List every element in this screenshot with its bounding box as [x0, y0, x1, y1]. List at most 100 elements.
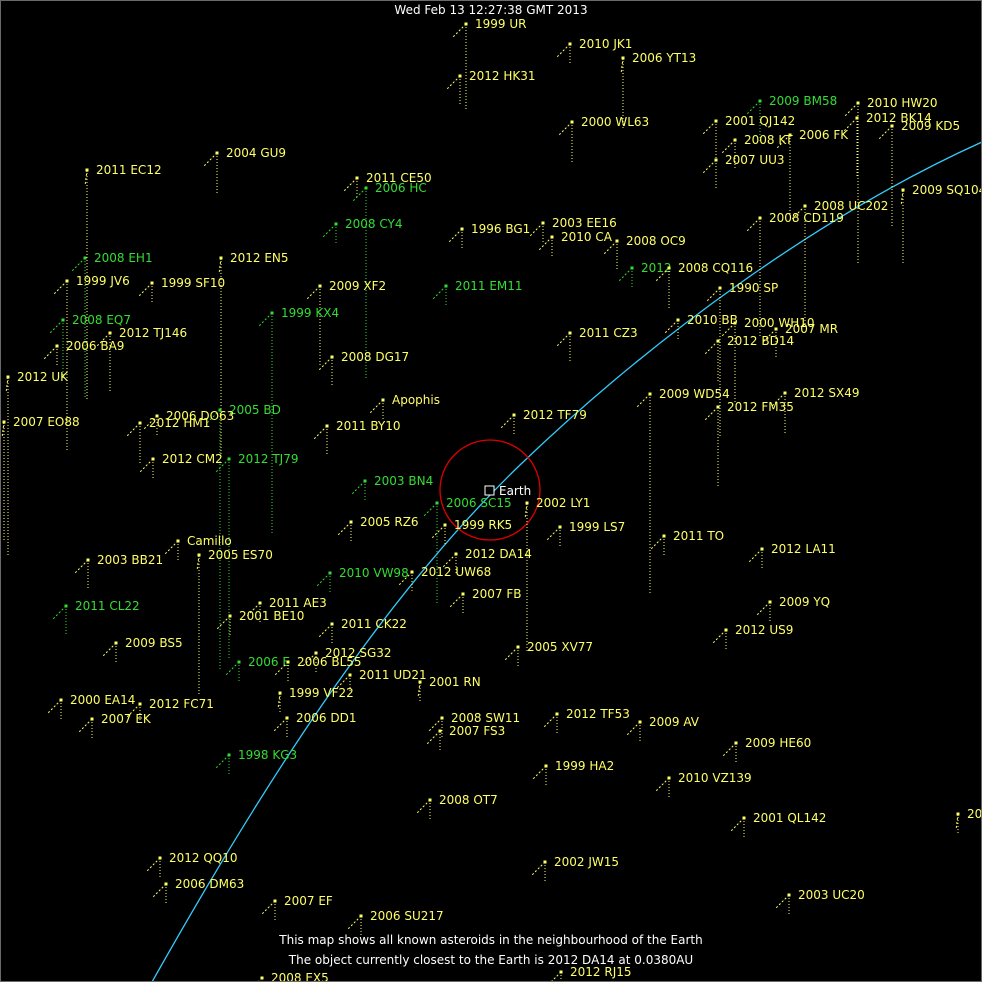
asteroid-1990-sp: 1990 SP [705, 281, 778, 438]
asteroid-1999-kx4-marker [270, 311, 274, 315]
asteroid-2008-cq116-marker [667, 266, 671, 270]
asteroid-2012-bk14: 2012 BK14 [842, 111, 932, 178]
asteroid-2006-bl55-marker [286, 660, 290, 664]
asteroid-2005-bd-marker [218, 408, 222, 412]
asteroid-2006-hc: 2006 HC [351, 181, 427, 378]
asteroid-2011-ud21-label: 2011 UD21 [359, 668, 427, 682]
asteroid-2010-vw98: 2010 VW98 [315, 566, 409, 593]
asteroid-2009-sq104-label: 2009 SQ104 [912, 183, 982, 197]
asteroid-2007-uu3-label: 2007 UU3 [725, 153, 785, 167]
asteroid-2000-wl63: 2000 WL63 [557, 115, 649, 162]
asteroid-2007-eo88-marker [2, 420, 6, 424]
asteroid-2012-rj15-marker [559, 970, 563, 974]
asteroid-2012-da14: 2012 DA14 [441, 547, 532, 574]
asteroid-2008-eh1: 2008 EH1 [70, 251, 153, 398]
earth-square-icon [484, 485, 495, 496]
asteroid-2009-sq104: 2009 SQ104 [900, 183, 982, 265]
asteroid-1999-ha2-marker [544, 764, 548, 768]
asteroid-1999-ls7: 1999 LS7 [545, 520, 625, 547]
asteroid-2007-ef-label: 2007 EF [284, 894, 333, 908]
asteroid-2003-bb21-motion-tail [73, 559, 89, 575]
asteroid-2009-he60: 2009 HE60 [721, 736, 811, 763]
asteroid-2009-sq104-motion-tail [900, 189, 904, 207]
asteroid-2011-ec12-marker [85, 168, 89, 172]
asteroid-2012-sg32-label: 2012 SG32 [325, 646, 392, 660]
asteroid-2000-ea14: 2000 EA14 [46, 693, 135, 720]
asteroid-2008-cd119-motion-tail [745, 217, 761, 233]
asteroid-2008-cd119: 2008 CD119 [745, 211, 844, 338]
asteroid-2001-be10-marker [228, 614, 232, 618]
asteroid-2012-fm35-marker [716, 405, 720, 409]
asteroid-2001-qj142-marker [714, 119, 718, 123]
asteroid-2012-tj146-motion-tail [95, 332, 111, 348]
asteroid-2011-cl22-label: 2011 CL22 [75, 599, 140, 613]
asteroid-2003-bb21-marker [86, 558, 90, 562]
asteroid-2001-rn-motion-tail [417, 681, 421, 699]
asteroid-2008-eh1-label: 2008 EH1 [94, 251, 153, 265]
asteroid-2007-eo88-motion-tail [1, 421, 5, 439]
asteroid-1999-kx4: 1999 KX4 [257, 306, 339, 533]
asteroid-2008-cd119-marker [758, 216, 762, 220]
asteroid-2008-eh1-motion-tail [70, 257, 86, 273]
asteroid-2012-rj15-motion-tail [550, 971, 562, 982]
asteroid-2003-ee16-motion-tail [528, 222, 544, 238]
asteroid-2011-ae3: 2011 AE3 [245, 596, 327, 623]
asteroid-2012-bk14-marker [855, 116, 859, 120]
asteroid-2011-ck22-motion-tail [317, 623, 333, 639]
asteroid-2005-xv77-marker [516, 645, 520, 649]
asteroid-2011-ce50-motion-tail [342, 177, 358, 193]
asteroid-1999-kx4-motion-tail [257, 312, 273, 328]
asteroid-2003-bn4: 2003 BN4 [350, 474, 433, 501]
asteroid-2012-en5: 2012 EN5 [218, 251, 289, 458]
asteroid-2006-e-label: 2006 E [248, 655, 290, 669]
asteroid-1999-ur-label: 1999 UR [475, 17, 526, 31]
asteroid-2007-fs3: 2007 FS3 [425, 724, 505, 751]
asteroid-2010-vz139-marker [667, 776, 671, 780]
asteroid-2012-uk-motion-tail [5, 376, 9, 394]
asteroid-2008-oc9: 2008 OC9 [602, 234, 686, 271]
asteroid-2006-yt13-motion-tail [620, 57, 624, 75]
asteroid-2000-wl63-label: 2000 WL63 [581, 115, 649, 129]
asteroid-2012-tf79: 2012 TF79 [499, 408, 587, 435]
asteroid-2012-la11-label: 2012 LA11 [771, 542, 836, 556]
asteroid-2005-bd-label: 2005 BD [229, 403, 281, 417]
asteroid-2012-qq10-motion-tail [145, 857, 161, 873]
asteroid-2012-uk: 2012 UK [5, 370, 69, 557]
asteroid-2006-fk-motion-tail [775, 134, 791, 150]
asteroid-2003-uc20-motion-tail [774, 894, 790, 910]
asteroid-2009-av-label: 2009 AV [649, 715, 700, 729]
asteroid-2003-bb21-label: 2003 BB21 [97, 553, 163, 567]
asteroid-2003-ee16: 2003 EE16 [528, 216, 617, 243]
asteroid-2011-cl22: 2011 CL22 [51, 599, 140, 636]
asteroid-2006-su217: 2006 SU217 [346, 909, 444, 936]
asteroid-camillo-label: Camillo [187, 534, 232, 548]
asteroid-2005-xv77-label: 2005 XV77 [527, 640, 593, 654]
asteroid-1999-rk5-motion-tail [430, 524, 446, 540]
asteroid-2011-ce50-label: 2011 CE50 [366, 171, 432, 185]
asteroid-2010-jk1-marker [568, 42, 572, 46]
asteroid-2008-oc9-label: 2008 OC9 [626, 234, 686, 248]
asteroid-2010-hw20-motion-tail [843, 102, 859, 118]
asteroid-2012-tf79-marker [512, 413, 516, 417]
asteroid-2002-jw15-motion-tail [530, 861, 546, 877]
asteroid-2005-es70-label: 2005 ES70 [208, 548, 273, 562]
asteroid-2003-uc20-label: 2003 UC20 [798, 888, 865, 902]
asteroid-2011-ud21-motion-tail [335, 674, 351, 690]
asteroid-2006-yt13-label: 2006 YT13 [632, 51, 696, 65]
asteroid-camillo-marker [176, 539, 180, 543]
asteroid-2011-by10: 2011 BY10 [312, 419, 401, 456]
asteroid-2008-uc202-label: 2008 UC202 [814, 199, 888, 213]
asteroid-2009-wd54-label: 2009 WD54 [659, 387, 730, 401]
asteroid-2010-vw98-marker [328, 571, 332, 575]
asteroid-2012: 2012 [617, 261, 672, 288]
asteroid-2011-ec12: 2011 EC12 [84, 163, 162, 400]
asteroid-2012-bk14-label: 2012 BK14 [866, 111, 932, 125]
asteroid-2003-bb21: 2003 BB21 [73, 553, 163, 590]
asteroid-2005-rz6-label: 2005 RZ6 [360, 515, 419, 529]
asteroid-2006-su217-marker [359, 914, 363, 918]
asteroid-2008-cy4-marker [334, 222, 338, 226]
earth-orbit-path [151, 141, 982, 982]
asteroid-1996-bg1: 1996 BG1 [447, 222, 530, 249]
asteroid-2011-ck22: 2011 CK22 [317, 617, 407, 644]
